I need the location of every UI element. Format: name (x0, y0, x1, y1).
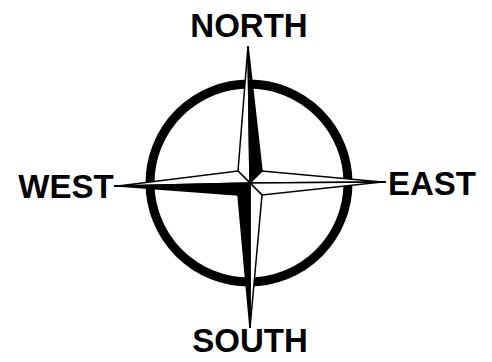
north-label: NORTH (190, 9, 307, 42)
south-arm-light (250, 183, 262, 328)
south-label: SOUTH (192, 324, 308, 357)
east-arm-light-lower (250, 182, 382, 195)
south-arm-dark (238, 183, 250, 328)
east-arm-light (250, 171, 382, 183)
west-label: WEST (18, 170, 113, 203)
north-arm-dark (248, 46, 262, 183)
east-label: EAST (388, 167, 476, 200)
west-arm-dark (118, 183, 250, 195)
